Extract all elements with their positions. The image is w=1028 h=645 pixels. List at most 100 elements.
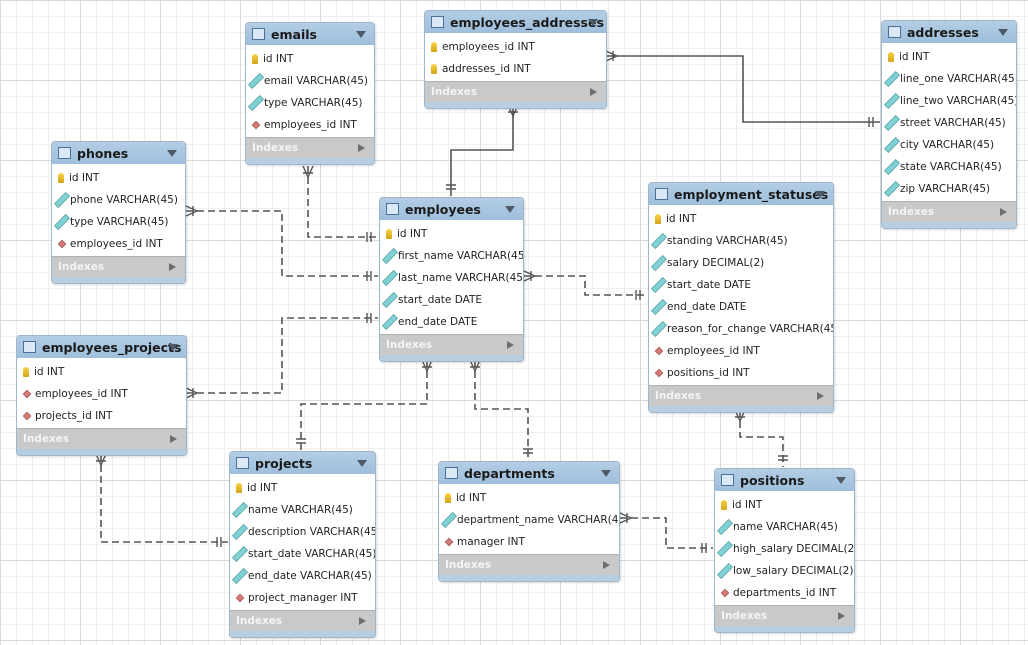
column-row[interactable]: addresses_id INT (425, 58, 606, 80)
relationship-departments-to-employees[interactable] (474, 360, 529, 460)
collapse-arrow-icon[interactable] (167, 150, 177, 157)
column-row[interactable]: zip VARCHAR(45) (882, 178, 1016, 200)
column-row[interactable]: start_date VARCHAR(45) (230, 543, 375, 565)
expand-arrow-icon[interactable] (590, 88, 597, 96)
column-row[interactable]: state VARCHAR(45) (882, 156, 1016, 178)
column-row[interactable]: id INT (882, 46, 1016, 68)
column-row[interactable]: end_date VARCHAR(45) (230, 565, 375, 587)
table-header[interactable]: employees (380, 198, 523, 220)
table-header[interactable]: employment_statuses (649, 183, 833, 205)
column-row[interactable]: line_one VARCHAR(45) (882, 68, 1016, 90)
column-row[interactable]: phone VARCHAR(45) (52, 189, 185, 211)
relationship-employees-projects-to-projects[interactable] (100, 454, 228, 543)
table-header[interactable]: positions (715, 469, 854, 491)
relationship-phones-to-employees[interactable] (186, 210, 378, 277)
column-row[interactable]: id INT (230, 477, 375, 499)
column-row[interactable]: employees_id INT (246, 114, 374, 136)
indexes-section[interactable]: Indexes (439, 554, 619, 575)
expand-arrow-icon[interactable] (603, 561, 610, 569)
column-row[interactable]: reason_for_change VARCHAR(45) (649, 318, 833, 340)
column-row[interactable]: name VARCHAR(45) (230, 499, 375, 521)
relationship-employment-statuses-to-positions[interactable] (739, 410, 784, 467)
column-row[interactable]: end_date DATE (649, 296, 833, 318)
indexes-section[interactable]: Indexes (246, 137, 374, 158)
expand-arrow-icon[interactable] (169, 263, 176, 271)
column-row[interactable]: name VARCHAR(45) (715, 516, 854, 538)
column-row[interactable]: salary DECIMAL(2) (649, 252, 833, 274)
column-row[interactable]: departments_id INT (715, 582, 854, 604)
column-row[interactable]: line_two VARCHAR(45) (882, 90, 1016, 112)
collapse-arrow-icon[interactable] (168, 344, 178, 351)
relationship-employees-addresses-to-employees[interactable] (450, 105, 514, 196)
column-row[interactable]: email VARCHAR(45) (246, 70, 374, 92)
expand-arrow-icon[interactable] (817, 392, 824, 400)
indexes-section[interactable]: Indexes (649, 385, 833, 406)
table-header[interactable]: employees_addresses (425, 11, 606, 33)
column-row[interactable]: low_salary DECIMAL(2) (715, 560, 854, 582)
column-row[interactable]: id INT (52, 167, 185, 189)
column-row[interactable]: employees_id INT (425, 36, 606, 58)
expand-arrow-icon[interactable] (507, 341, 514, 349)
indexes-section[interactable]: Indexes (230, 610, 375, 631)
column-row[interactable]: first_name VARCHAR(45) (380, 245, 523, 267)
column-row[interactable]: start_date DATE (380, 289, 523, 311)
column-row[interactable]: high_salary DECIMAL(2) (715, 538, 854, 560)
indexes-section[interactable]: Indexes (380, 334, 523, 355)
indexes-section[interactable]: Indexes (715, 605, 854, 626)
expand-arrow-icon[interactable] (838, 612, 845, 620)
table-header[interactable]: projects (230, 452, 375, 474)
relationship-employees-addresses-to-addresses[interactable] (606, 55, 880, 123)
indexes-section[interactable]: Indexes (17, 428, 186, 449)
column-row[interactable]: id INT (439, 487, 619, 509)
column-row[interactable]: start_date DATE (649, 274, 833, 296)
table-header[interactable]: phones (52, 142, 185, 164)
table-header[interactable]: departments (439, 462, 619, 484)
column-row[interactable]: city VARCHAR(45) (882, 134, 1016, 156)
column-row[interactable]: positions_id INT (649, 362, 833, 384)
indexes-section[interactable]: Indexes (882, 201, 1016, 222)
collapse-arrow-icon[interactable] (998, 29, 1008, 36)
column-row[interactable]: type VARCHAR(45) (246, 92, 374, 114)
collapse-arrow-icon[interactable] (505, 206, 515, 213)
relationship-employment-statuses-to-employees[interactable] (524, 275, 647, 296)
table-header[interactable]: addresses (882, 21, 1016, 43)
column-row[interactable]: end_date DATE (380, 311, 523, 333)
column-row[interactable]: type VARCHAR(45) (52, 211, 185, 233)
relationship-projects-to-employees[interactable] (300, 360, 428, 450)
collapse-arrow-icon[interactable] (836, 477, 846, 484)
column-row[interactable]: id INT (17, 361, 186, 383)
collapse-arrow-icon[interactable] (356, 31, 366, 38)
column-row[interactable]: project_manager INT (230, 587, 375, 609)
column-row[interactable]: id INT (246, 48, 374, 70)
expand-arrow-icon[interactable] (1000, 208, 1007, 216)
collapse-arrow-icon[interactable] (601, 470, 611, 477)
relationship-positions-to-departments[interactable] (620, 517, 713, 549)
expand-arrow-icon[interactable] (359, 617, 366, 625)
expand-arrow-icon[interactable] (358, 144, 365, 152)
indexes-section[interactable]: Indexes (425, 81, 606, 102)
expand-arrow-icon[interactable] (170, 435, 177, 443)
column-row[interactable]: id INT (715, 494, 854, 516)
column-row[interactable]: employees_id INT (52, 233, 185, 255)
relationship-employees-projects-to-employees[interactable] (186, 317, 378, 394)
indexes-section[interactable]: Indexes (52, 256, 185, 277)
column-row[interactable]: employees_id INT (17, 383, 186, 405)
table-header[interactable]: employees_projects (17, 336, 186, 358)
collapse-arrow-icon[interactable] (357, 460, 367, 467)
column-row[interactable]: standing VARCHAR(45) (649, 230, 833, 252)
column-row[interactable]: manager INT (439, 531, 619, 553)
column-row[interactable]: id INT (649, 208, 833, 230)
relationship-emails-to-employees[interactable] (307, 166, 378, 238)
column-row[interactable]: description VARCHAR(45) (230, 521, 375, 543)
table-header[interactable]: emails (246, 23, 374, 45)
column-row[interactable]: last_name VARCHAR(45) (380, 267, 523, 289)
column-row[interactable]: department_name VARCHAR(45) (439, 509, 619, 531)
